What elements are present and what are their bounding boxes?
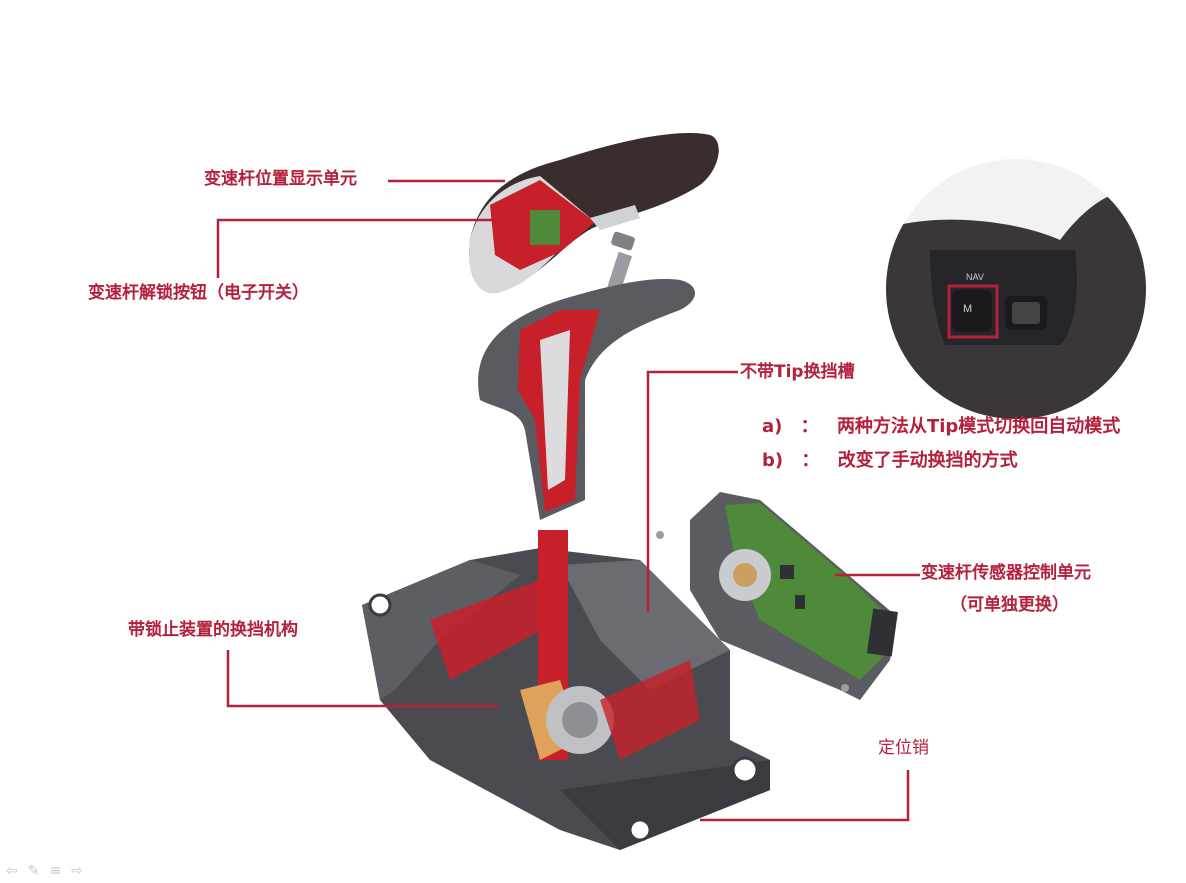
slideshow-nav: ⇦ ✎ ≡ ⇨: [6, 863, 83, 879]
knob-pcb: [530, 210, 560, 245]
lever-shaft-cover: [478, 279, 695, 520]
callout-sensor-unit-line1: 变速杆传感器控制单元: [921, 563, 1091, 583]
nav-button-label: NAV: [966, 272, 984, 282]
highlight-box: [947, 284, 999, 339]
gear-knob-top: [469, 132, 719, 293]
note-a-text: 两种方法从Tip模式切换回自动模式: [836, 416, 1121, 437]
note-b-text: 改变了手动换挡的方式: [837, 450, 1018, 471]
note-a: a) ： 两种方法从Tip模式切换回自动模式: [762, 418, 1120, 436]
leader-shift-mechanism: [226, 650, 498, 708]
menu-icon[interactable]: ≡: [49, 863, 62, 879]
pen-icon[interactable]: ✎: [27, 863, 40, 879]
next-arrow-icon[interactable]: ⇨: [71, 863, 83, 879]
sensor-control-unit: [656, 492, 898, 700]
callout-sensor-unit-line2: （可单独更换）: [950, 595, 1069, 615]
note-b: b) ： 改变了手动换挡的方式: [762, 452, 1018, 470]
steering-wheel-inset: NAV M: [886, 159, 1146, 419]
note-a-marker: a): [762, 416, 783, 437]
callout-unlock-button: 变速杆解锁按钮（电子开关）: [88, 283, 309, 303]
prev-arrow-icon[interactable]: ⇦: [6, 863, 18, 879]
callout-display-unit: 变速杆位置显示单元: [204, 169, 357, 189]
callout-shift-mechanism: 带锁止装置的换挡机构: [128, 620, 298, 640]
leader-unlock-button: [216, 218, 495, 278]
leader-locating-pin: [700, 770, 910, 822]
note-b-sep: ：: [801, 450, 820, 471]
shift-mechanism-housing: [362, 530, 770, 850]
callout-locating-pin: 定位销: [878, 738, 929, 758]
leader-no-tip-gate: [646, 370, 738, 612]
note-a-sep: ：: [800, 416, 819, 437]
note-b-marker: b): [762, 450, 784, 471]
m-button-label: M: [963, 303, 972, 315]
callout-no-tip-gate: 不带Tip换挡槽: [740, 362, 855, 382]
